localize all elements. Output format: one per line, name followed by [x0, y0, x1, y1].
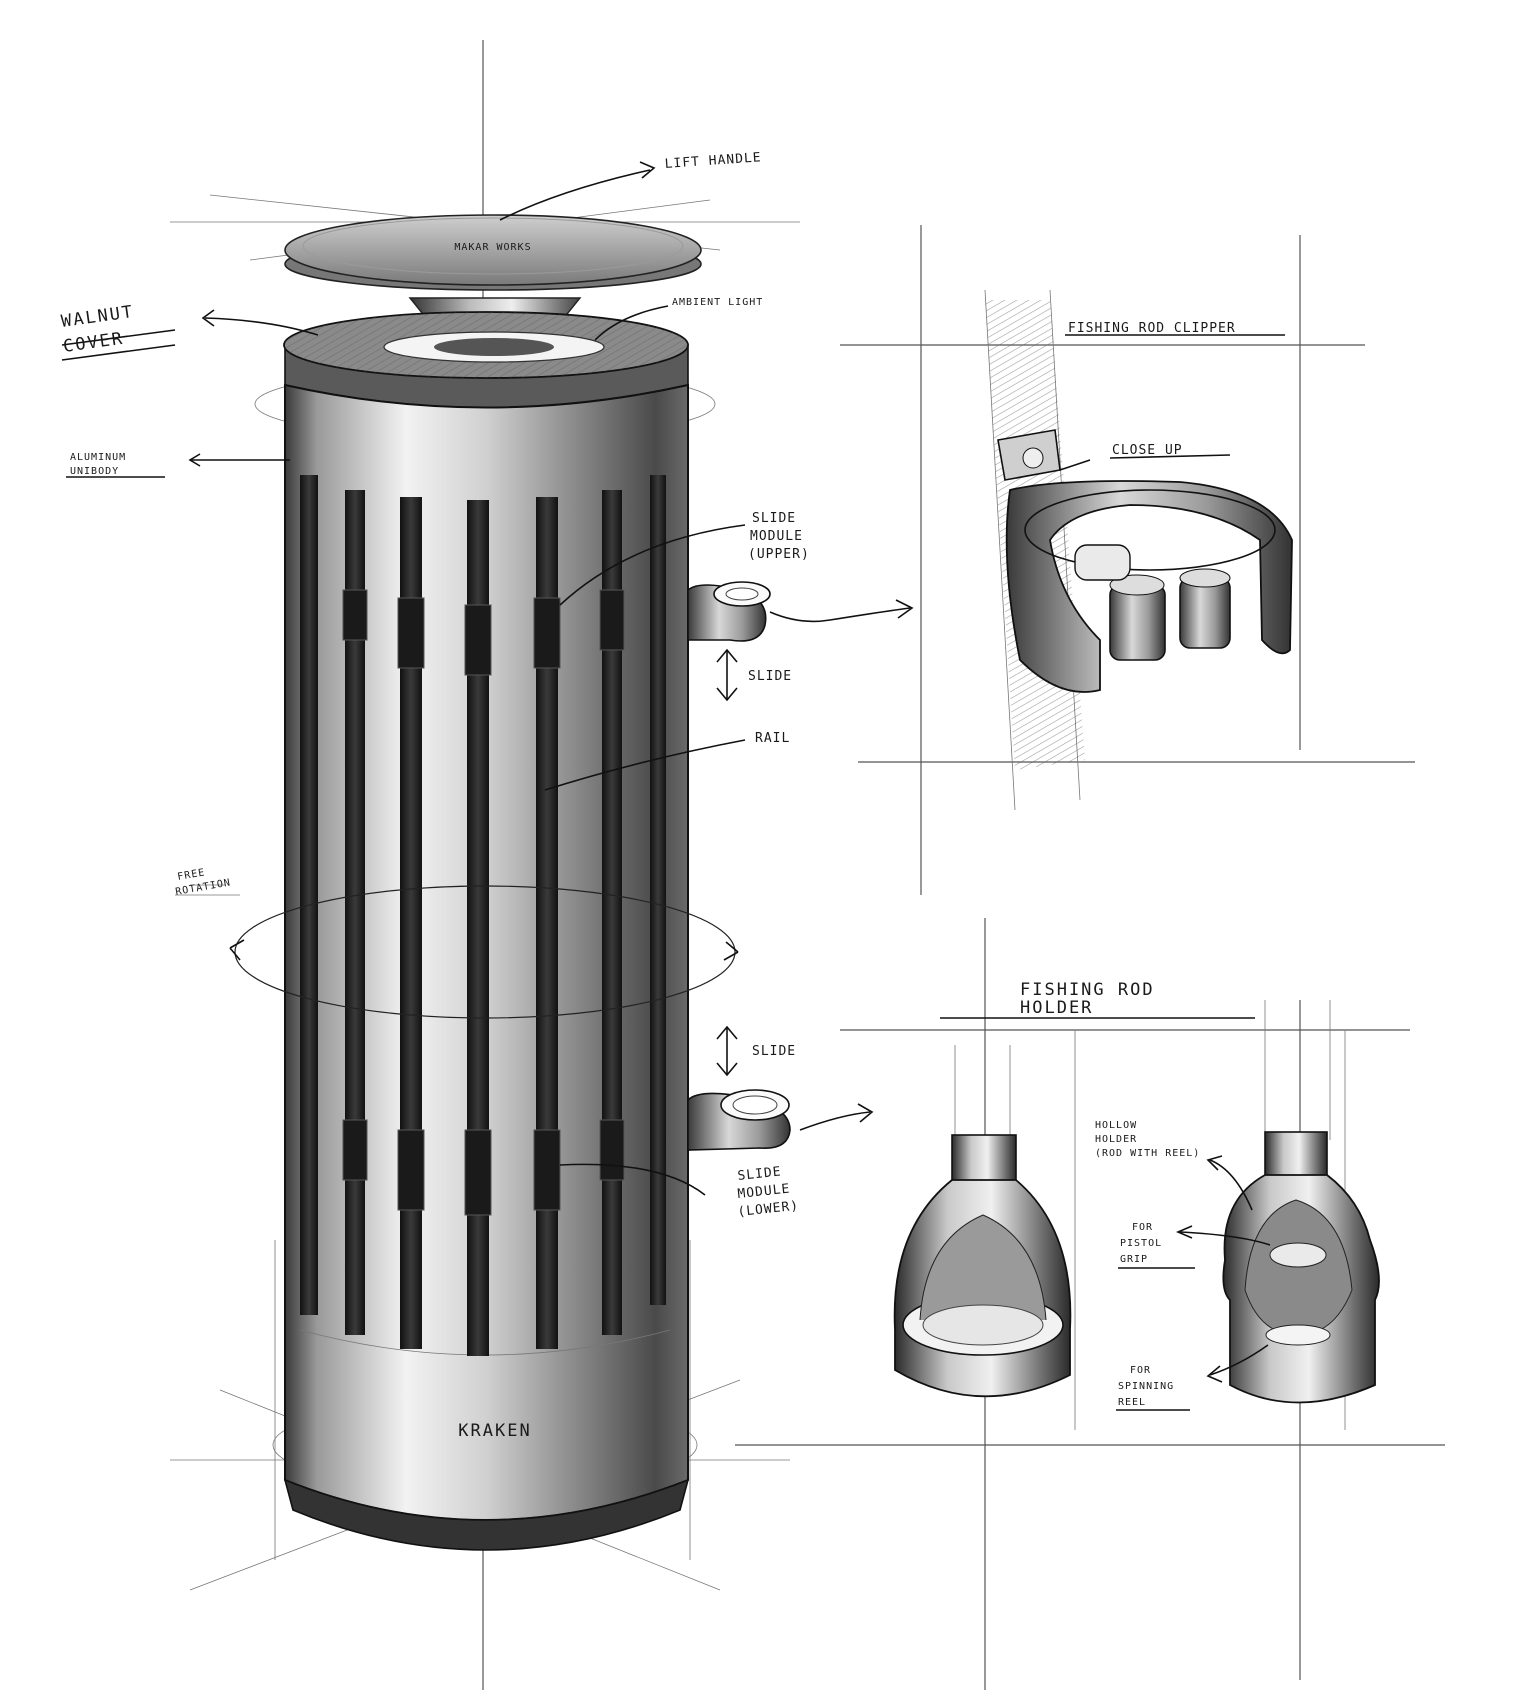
- free-rotation-indicator: [229, 885, 739, 1019]
- label-slide-module-lower-1: SLIDE: [737, 1164, 782, 1184]
- label-pistol-grip-1: FOR: [1132, 1222, 1153, 1233]
- label-fishing-rod-holder-1: FISHING ROD: [1020, 980, 1155, 1000]
- label-slide-lower: SLIDE: [752, 1044, 796, 1059]
- label-slide-upper: SLIDE: [748, 669, 792, 684]
- label-fishing-rod-clipper: FISHING ROD CLIPPER: [1068, 321, 1236, 336]
- label-pistol-grip-2: PISTOL: [1120, 1238, 1162, 1249]
- label-holder: HOLDER: [1095, 1134, 1137, 1145]
- label-slide-module-lower-3: (LOWER): [737, 1199, 800, 1220]
- label-ambient-light: AMBIENT LIGHT: [672, 297, 763, 308]
- label-slide-module-lower-2: MODULE: [737, 1182, 791, 1202]
- label-free: FREE: [177, 867, 207, 883]
- label-rod-with-reel: (ROD WITH REEL): [1095, 1148, 1200, 1159]
- slide-arrow-lower: [716, 1025, 738, 1077]
- slide-module-lower-blocks: [342, 1119, 625, 1216]
- label-pistol-grip-3: GRIP: [1120, 1254, 1148, 1265]
- label-close-up: CLOSE UP: [1112, 443, 1183, 458]
- walnut-cover: [283, 311, 689, 409]
- holder-closeup: FISHING ROD HOLDER HOLLOW HOLDER (ROD WI…: [735, 918, 1445, 1690]
- label-unibody: UNIBODY: [70, 466, 119, 477]
- label-aluminum: ALUMINUM: [70, 452, 126, 463]
- label-slide-module-upper-3: (UPPER): [748, 547, 810, 562]
- clipper-closeup: FISHING ROD CLIPPER CLOSE UP: [840, 225, 1415, 895]
- upper-rod-clip: [687, 581, 771, 642]
- label-spinning-reel-3: REEL: [1118, 1397, 1146, 1408]
- lid-engraving: MAKAR WORKS: [454, 242, 531, 253]
- base-ring: [283, 1478, 690, 1551]
- label-spinning-reel-1: FOR: [1130, 1365, 1151, 1376]
- lower-rod-clip: [687, 1089, 791, 1151]
- label-walnut-1: WALNUT: [60, 302, 135, 332]
- label-fishing-rod-holder-2: HOLDER: [1020, 998, 1093, 1018]
- label-rail: RAIL: [755, 731, 790, 746]
- label-lift-handle: LIFT HANDLE: [664, 150, 762, 172]
- label-spinning-reel-2: SPINNING: [1118, 1381, 1174, 1392]
- holder-right: [1222, 1131, 1380, 1404]
- label-slide-module-upper-1: SLIDE: [752, 511, 796, 526]
- slide-module-upper-blocks: [342, 589, 625, 676]
- leader-lines: [61, 161, 914, 1196]
- holder-left: [893, 1134, 1072, 1398]
- label-hollow: HOLLOW: [1095, 1120, 1137, 1131]
- label-slide-module-upper-2: MODULE: [750, 529, 803, 544]
- brand-logo: KRAKEN: [458, 1421, 531, 1441]
- slide-arrow-upper: [716, 648, 738, 702]
